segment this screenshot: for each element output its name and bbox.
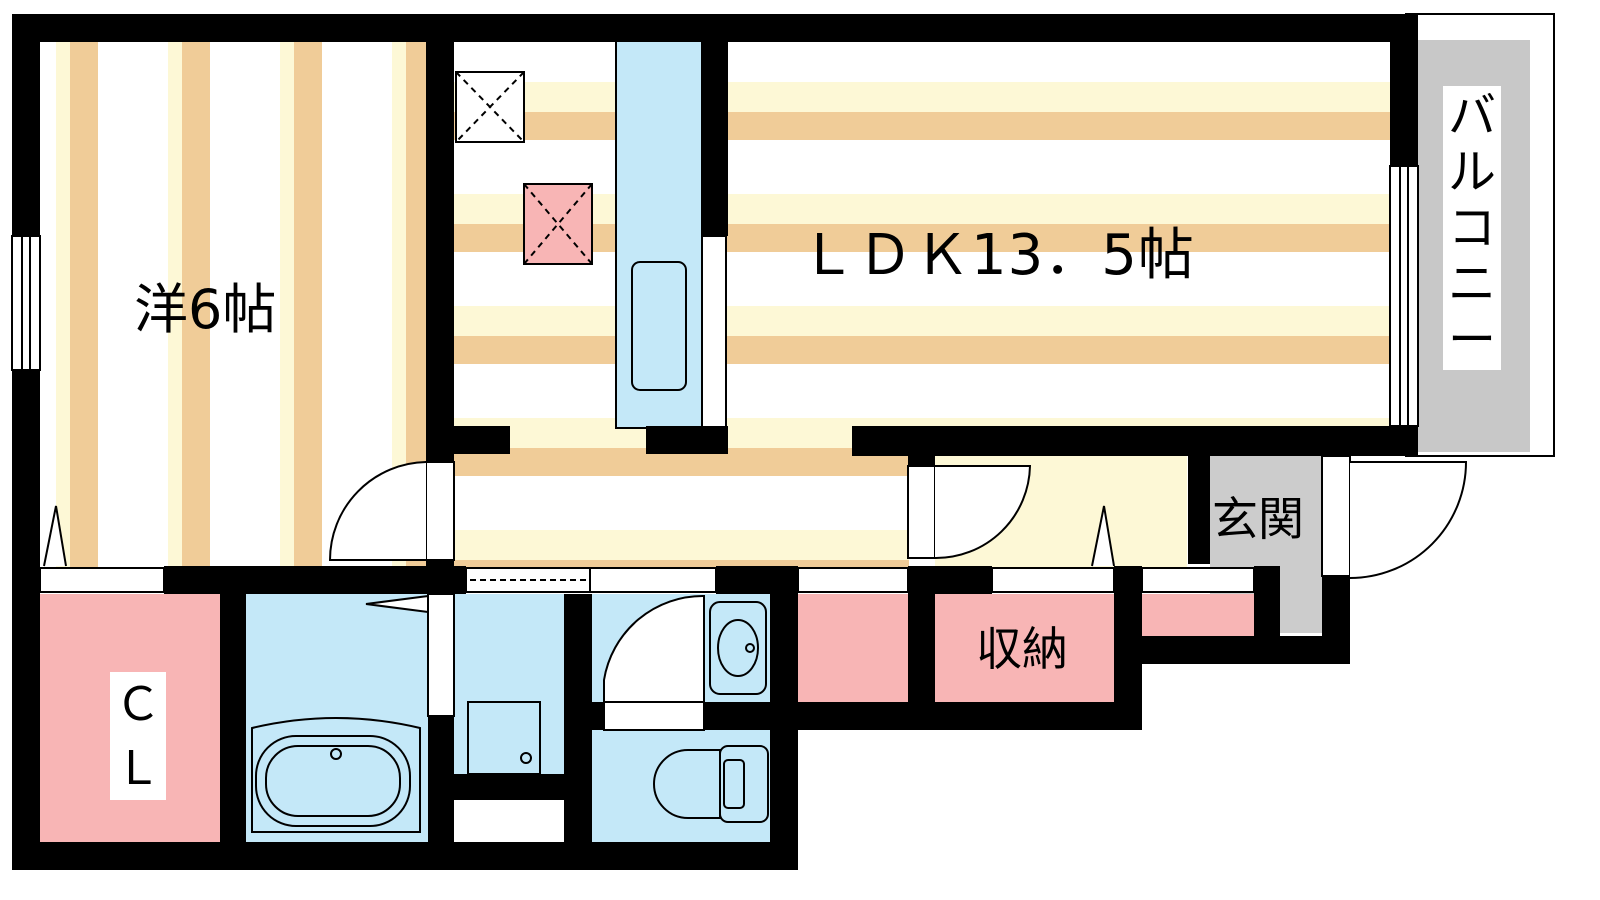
washing-machine-space bbox=[467, 701, 541, 775]
closet-label-char: Ｃ bbox=[115, 677, 161, 731]
room-label-ldk: ＬＤＫ13．5帖 bbox=[800, 223, 1195, 288]
toilet bbox=[653, 749, 721, 819]
kitchen-sink bbox=[631, 261, 687, 391]
room-label-balcony: バ ル コ ニ ー bbox=[1443, 86, 1501, 370]
storage-left-floor bbox=[798, 594, 908, 702]
shoe-storage-floor bbox=[1142, 594, 1254, 636]
windows bbox=[11, 165, 1419, 593]
closet-label-char: Ｌ bbox=[115, 741, 161, 795]
room-label-western: 洋6帖 bbox=[134, 278, 277, 341]
entrance-floor-lower bbox=[1280, 568, 1322, 633]
balcony-label-char: ル bbox=[1447, 144, 1496, 200]
balcony-label-char: コ bbox=[1447, 200, 1496, 256]
room-label-entrance: 玄関 bbox=[1212, 492, 1304, 546]
balcony-label-char: ー bbox=[1447, 312, 1496, 368]
balcony-label-char: バ bbox=[1447, 88, 1496, 144]
balcony-label-char: ニ bbox=[1447, 256, 1496, 312]
storage-floor bbox=[935, 594, 1115, 702]
fixtures bbox=[251, 71, 769, 833]
room-label-storage: 収納 bbox=[976, 622, 1068, 676]
ldk-floor bbox=[454, 40, 1394, 428]
range-hood bbox=[701, 235, 727, 429]
room-label-closet: Ｃ Ｌ bbox=[110, 672, 166, 800]
doors bbox=[43, 455, 1468, 731]
stove bbox=[523, 183, 593, 265]
